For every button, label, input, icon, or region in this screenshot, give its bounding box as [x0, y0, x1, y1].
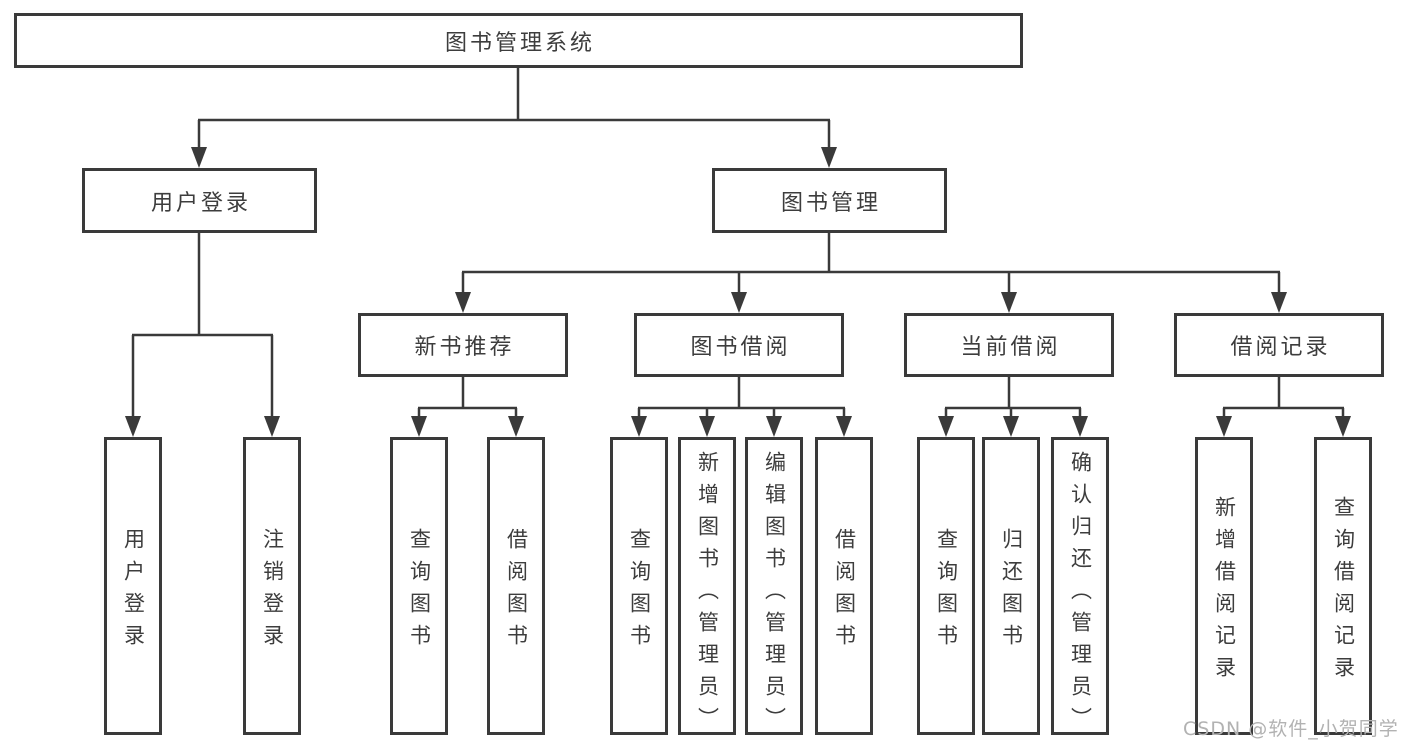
- leaf-query-books-borrow: 查询图书: [610, 437, 668, 735]
- arrowheads: [125, 147, 1351, 437]
- node-borrow-records: 借阅记录: [1174, 313, 1384, 377]
- node-label: 图书管理系统: [444, 30, 595, 56]
- node-label: 借阅图书: [832, 527, 857, 656]
- node-label: 查询借阅记录: [1331, 495, 1356, 688]
- leaf-borrow-books-recommend: 借阅图书: [487, 437, 545, 735]
- node-book-management: 图书管理: [712, 168, 947, 233]
- leaf-borrow-book: 借阅图书: [815, 437, 873, 735]
- leaf-add-borrow-record: 新增借阅记录: [1195, 437, 1253, 735]
- leaf-query-books-recommend: 查询图书: [390, 437, 448, 735]
- leaf-confirm-return-admin: 确认归还（管理员）: [1051, 437, 1109, 739]
- node-label: 借阅图书: [504, 527, 529, 656]
- csdn-watermark: CSDN @软件_小贺同学: [1183, 718, 1399, 740]
- node-label: 新书推荐: [414, 335, 515, 360]
- node-label: 用户登录: [150, 190, 251, 216]
- node-label: 新增借阅记录: [1212, 495, 1237, 688]
- node-new-book-recommend: 新书推荐: [358, 313, 568, 377]
- leaf-query-books-current: 查询图书: [917, 437, 975, 735]
- node-library-management-system: 图书管理系统: [14, 13, 1023, 68]
- leaf-query-borrow-record: 查询借阅记录: [1314, 437, 1372, 735]
- leaf-edit-book-admin: 编辑图书（管理员）: [745, 437, 803, 739]
- leaf-logout: 注销登录: [243, 437, 301, 735]
- node-label: 查询图书: [934, 527, 959, 656]
- node-user-login: 用户登录: [82, 168, 317, 233]
- node-label: 编辑图书（管理员）: [762, 451, 787, 739]
- node-label: 图书借阅: [690, 335, 791, 360]
- node-label: 借阅记录: [1230, 335, 1331, 360]
- node-label: 查询图书: [627, 527, 652, 656]
- node-label: 注销登录: [260, 527, 285, 656]
- node-book-borrow: 图书借阅: [634, 313, 844, 377]
- leaf-add-book-admin: 新增图书（管理员）: [678, 437, 736, 739]
- node-label: 图书管理: [780, 190, 881, 216]
- node-label: 当前借阅: [960, 335, 1061, 360]
- node-label: 用户登录: [121, 527, 146, 656]
- node-label: 查询图书: [407, 527, 432, 656]
- node-label: 确认归还（管理员）: [1068, 451, 1093, 739]
- node-current-borrow: 当前借阅: [904, 313, 1114, 377]
- node-label: 归还图书: [999, 527, 1024, 656]
- leaf-user-login: 用户登录: [104, 437, 162, 735]
- node-label: 新增图书（管理员）: [695, 451, 720, 739]
- leaf-return-book: 归还图书: [982, 437, 1040, 735]
